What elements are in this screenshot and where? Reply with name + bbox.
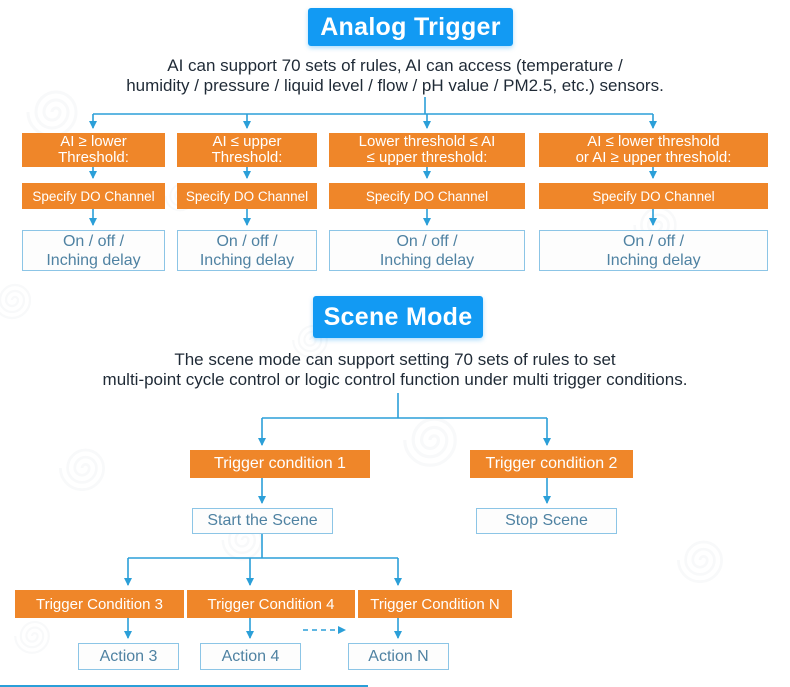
stop-scene-node: Stop Scene — [476, 508, 617, 534]
do-channel-3-label: Specify DO Channel — [365, 188, 489, 204]
condition-3-line1: Lower threshold ≤ AI — [358, 133, 496, 150]
condition-node-1: AI ≥ lower Threshold: — [22, 133, 165, 167]
do-channel-1-label: Specify DO Channel — [32, 188, 155, 204]
output-3-line2: Inching delay — [379, 251, 475, 269]
condition-4-line1: AI ≤ lower threshold — [587, 133, 720, 150]
scene-description-line1: The scene mode can support setting 70 se… — [174, 350, 616, 369]
action-n-node: Action N — [348, 643, 449, 670]
trigger-condition-3-node: Trigger Condition 3 — [15, 590, 184, 618]
condition-node-4: AI ≤ lower threshold or AI ≥ upper thres… — [539, 133, 768, 167]
stop-scene-label: Stop Scene — [505, 512, 588, 529]
condition-1-line1: AI ≥ lower — [60, 133, 127, 150]
analog-description-line2: humidity / pressure / liquid level / flo… — [126, 76, 664, 95]
output-1-line1: On / off / — [62, 232, 125, 250]
condition-2-line2: Threshold: — [211, 149, 283, 166]
trigger-condition-2-label: Trigger condition 2 — [485, 455, 618, 472]
condition-node-2: AI ≤ upper Threshold: — [177, 133, 317, 167]
trigger-condition-n-label: Trigger Condition N — [370, 595, 500, 613]
condition-node-3: Lower threshold ≤ AI ≤ upper threshold: — [329, 133, 525, 167]
action-n-label: Action N — [368, 647, 429, 665]
scene-mode-description: The scene mode can support setting 70 se… — [0, 350, 790, 390]
do-channel-node-4: Specify DO Channel — [539, 183, 768, 209]
bottom-border-line — [0, 685, 368, 687]
trigger-condition-4-label: Trigger Condition 4 — [207, 595, 335, 613]
scene-mode-title-label: Scene Mode — [323, 302, 473, 331]
do-channel-node-2: Specify DO Channel — [177, 183, 317, 209]
trigger-condition-4-node: Trigger Condition 4 — [187, 590, 355, 618]
trigger-condition-3-label: Trigger Condition 3 — [35, 595, 163, 613]
analog-trigger-title: Analog Trigger — [308, 8, 513, 46]
analog-trigger-title-label: Analog Trigger — [320, 12, 501, 41]
action-4-node: Action 4 — [200, 643, 301, 670]
trigger-condition-1-label: Trigger condition 1 — [214, 455, 346, 472]
start-scene-label: Start the Scene — [207, 512, 318, 529]
analog-description-line1: AI can support 70 sets of rules, AI can … — [167, 56, 623, 75]
output-4-line1: On / off / — [622, 232, 685, 250]
scene-description-line2: multi-point cycle control or logic contr… — [102, 370, 688, 389]
do-channel-2-label: Specify DO Channel — [185, 188, 309, 204]
output-1-line2: Inching delay — [46, 251, 141, 269]
trigger-condition-n-node: Trigger Condition N — [358, 590, 512, 618]
condition-2-line1: AI ≤ upper — [212, 133, 282, 150]
output-3-line1: On / off / — [396, 232, 458, 250]
condition-3-line2: ≤ upper threshold: — [366, 149, 488, 166]
output-node-4: On / off / Inching delay — [539, 230, 768, 271]
do-channel-4-label: Specify DO Channel — [592, 188, 715, 204]
action-4-label: Action 4 — [221, 647, 280, 665]
output-2-line1: On / off / — [216, 232, 278, 250]
do-channel-node-1: Specify DO Channel — [22, 183, 165, 209]
output-node-2: On / off / Inching delay — [177, 230, 317, 271]
output-node-1: On / off / Inching delay — [22, 230, 165, 271]
output-2-line2: Inching delay — [199, 251, 295, 269]
action-3-node: Action 3 — [78, 643, 179, 670]
condition-1-line2: Threshold: — [58, 149, 129, 166]
analog-trigger-description: AI can support 70 sets of rules, AI can … — [0, 56, 790, 96]
do-channel-node-3: Specify DO Channel — [329, 183, 525, 209]
condition-4-line2: or AI ≥ upper threshold: — [575, 149, 732, 166]
action-3-label: Action 3 — [99, 647, 158, 665]
trigger-condition-1-node: Trigger condition 1 — [190, 450, 370, 478]
scene-mode-title: Scene Mode — [313, 296, 483, 338]
output-4-line2: Inching delay — [606, 251, 701, 269]
trigger-condition-2-node: Trigger condition 2 — [470, 450, 633, 478]
start-scene-node: Start the Scene — [192, 508, 333, 534]
output-node-3: On / off / Inching delay — [329, 230, 525, 271]
